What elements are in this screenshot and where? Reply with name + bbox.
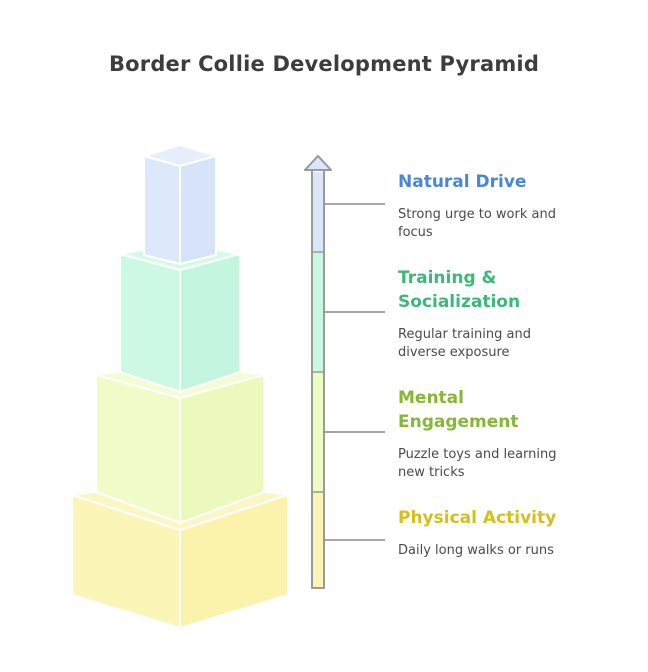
diagram-title: Border Collie Development Pyramid [108,52,540,76]
level-training-socialization: Training & Socialization Regular trainin… [398,266,638,362]
level-natural-drive: Natural Drive Strong urge to work and fo… [398,170,638,242]
level-mental-engagement: Mental Engagement Puzzle toys and learni… [398,386,638,482]
level-title: Mental Engagement [398,388,519,432]
level-title: Natural Drive [398,172,527,192]
progress-arrow [304,155,332,589]
level-description: Strong urge to work and focus [398,207,556,240]
pyramid-block-natural-drive [140,143,220,266]
level-title: Training & Socialization [398,268,521,312]
level-title: Physical Activity [398,508,557,528]
level-description: Regular training and diverse exposure [398,327,531,360]
pyramid-block-training-socialization [119,241,241,394]
level-description: Puzzle toys and learning new tricks [398,447,557,480]
level-description: Daily long walks or runs [398,543,554,558]
level-physical-activity: Physical Activity Daily long walks or ru… [398,506,638,560]
